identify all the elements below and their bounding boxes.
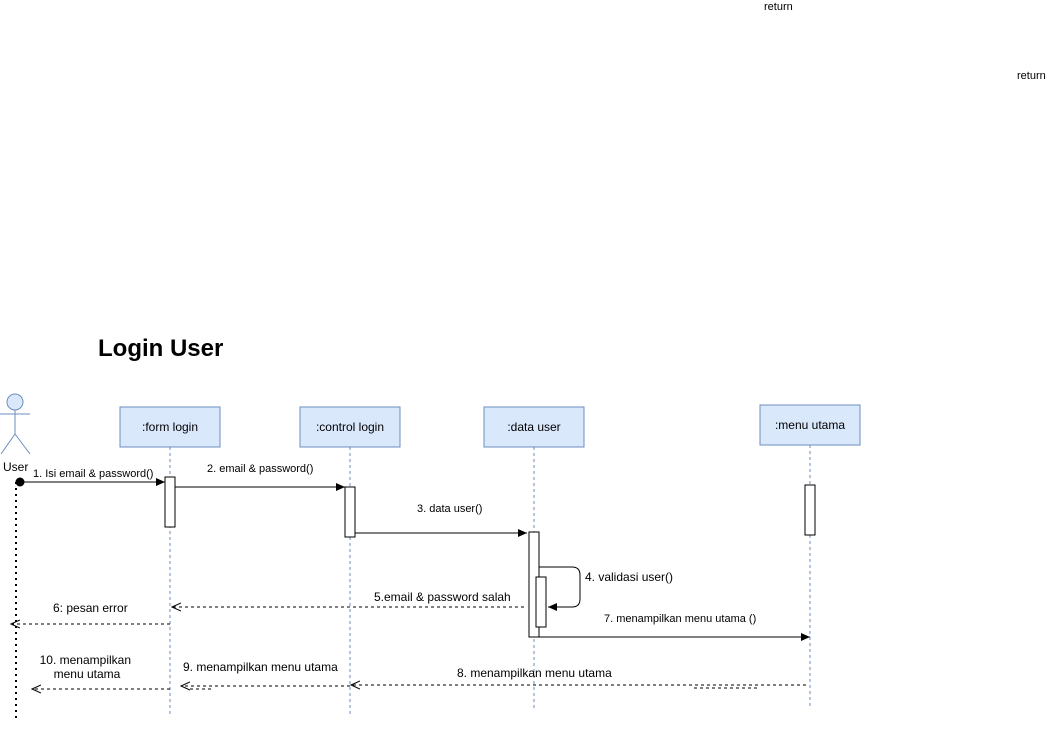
message-7-label: 7. menampilkan menu utama ()	[604, 613, 756, 625]
actor-user[interactable]: User	[0, 393, 31, 474]
message-3-label: 3. data user()	[417, 503, 482, 515]
lifeline-data-user-label: :data user	[507, 420, 560, 434]
message-1-label: 1. Isi email & password()	[33, 468, 153, 480]
message-10-label-line-1: 10. menampilkan	[40, 653, 131, 667]
lifeline-form-login-box	[119, 406, 221, 448]
lifeline-menu-utama-box	[759, 404, 861, 446]
activation-menu-utama	[804, 484, 816, 536]
stray-return-label-1: return	[764, 1, 793, 13]
activation-form-login	[164, 476, 176, 528]
lifeline-data-user-box	[483, 406, 585, 448]
message-8-label: 8. menampilkan menu utama	[457, 666, 612, 680]
lifeline-menu-utama[interactable]: :menu utama	[759, 404, 861, 446]
stray-return-label-2: return	[1017, 70, 1046, 82]
diagram-title: Login User	[98, 335, 223, 362]
lifeline-control-login-box	[299, 406, 401, 448]
actor-head	[6, 393, 24, 411]
lifeline-control-login-label: :control login	[316, 420, 384, 434]
actor-label: User	[3, 460, 28, 474]
lifeline-control-login[interactable]: :control login	[299, 406, 401, 448]
lifeline-menu-utama-label: :menu utama	[775, 418, 845, 432]
message-5-label: 5.email & password salah	[374, 590, 511, 604]
actor-start-dot	[15, 477, 25, 487]
message-10-label-line-2: menu utama	[54, 667, 121, 681]
actor-leg-right	[14, 433, 31, 455]
lifeline-form-login-label: :form login	[142, 420, 198, 434]
lifeline-form-login[interactable]: :form login	[119, 406, 221, 448]
actor-leg-left	[0, 433, 16, 455]
activation-data-user-nested	[535, 576, 547, 628]
message-6-label: 6: pesan error	[53, 601, 128, 615]
message-9-label: 9. menampilkan menu utama	[183, 660, 338, 674]
message-10-label: 10. menampilkan menu utama	[40, 653, 135, 681]
lifeline-data-user[interactable]: :data user	[483, 406, 585, 448]
message-4-label: 4. validasi user()	[585, 570, 673, 584]
message-2-label: 2. email & password()	[207, 463, 313, 475]
message-4-arrow	[539, 566, 581, 611]
activation-control-login	[344, 486, 356, 538]
